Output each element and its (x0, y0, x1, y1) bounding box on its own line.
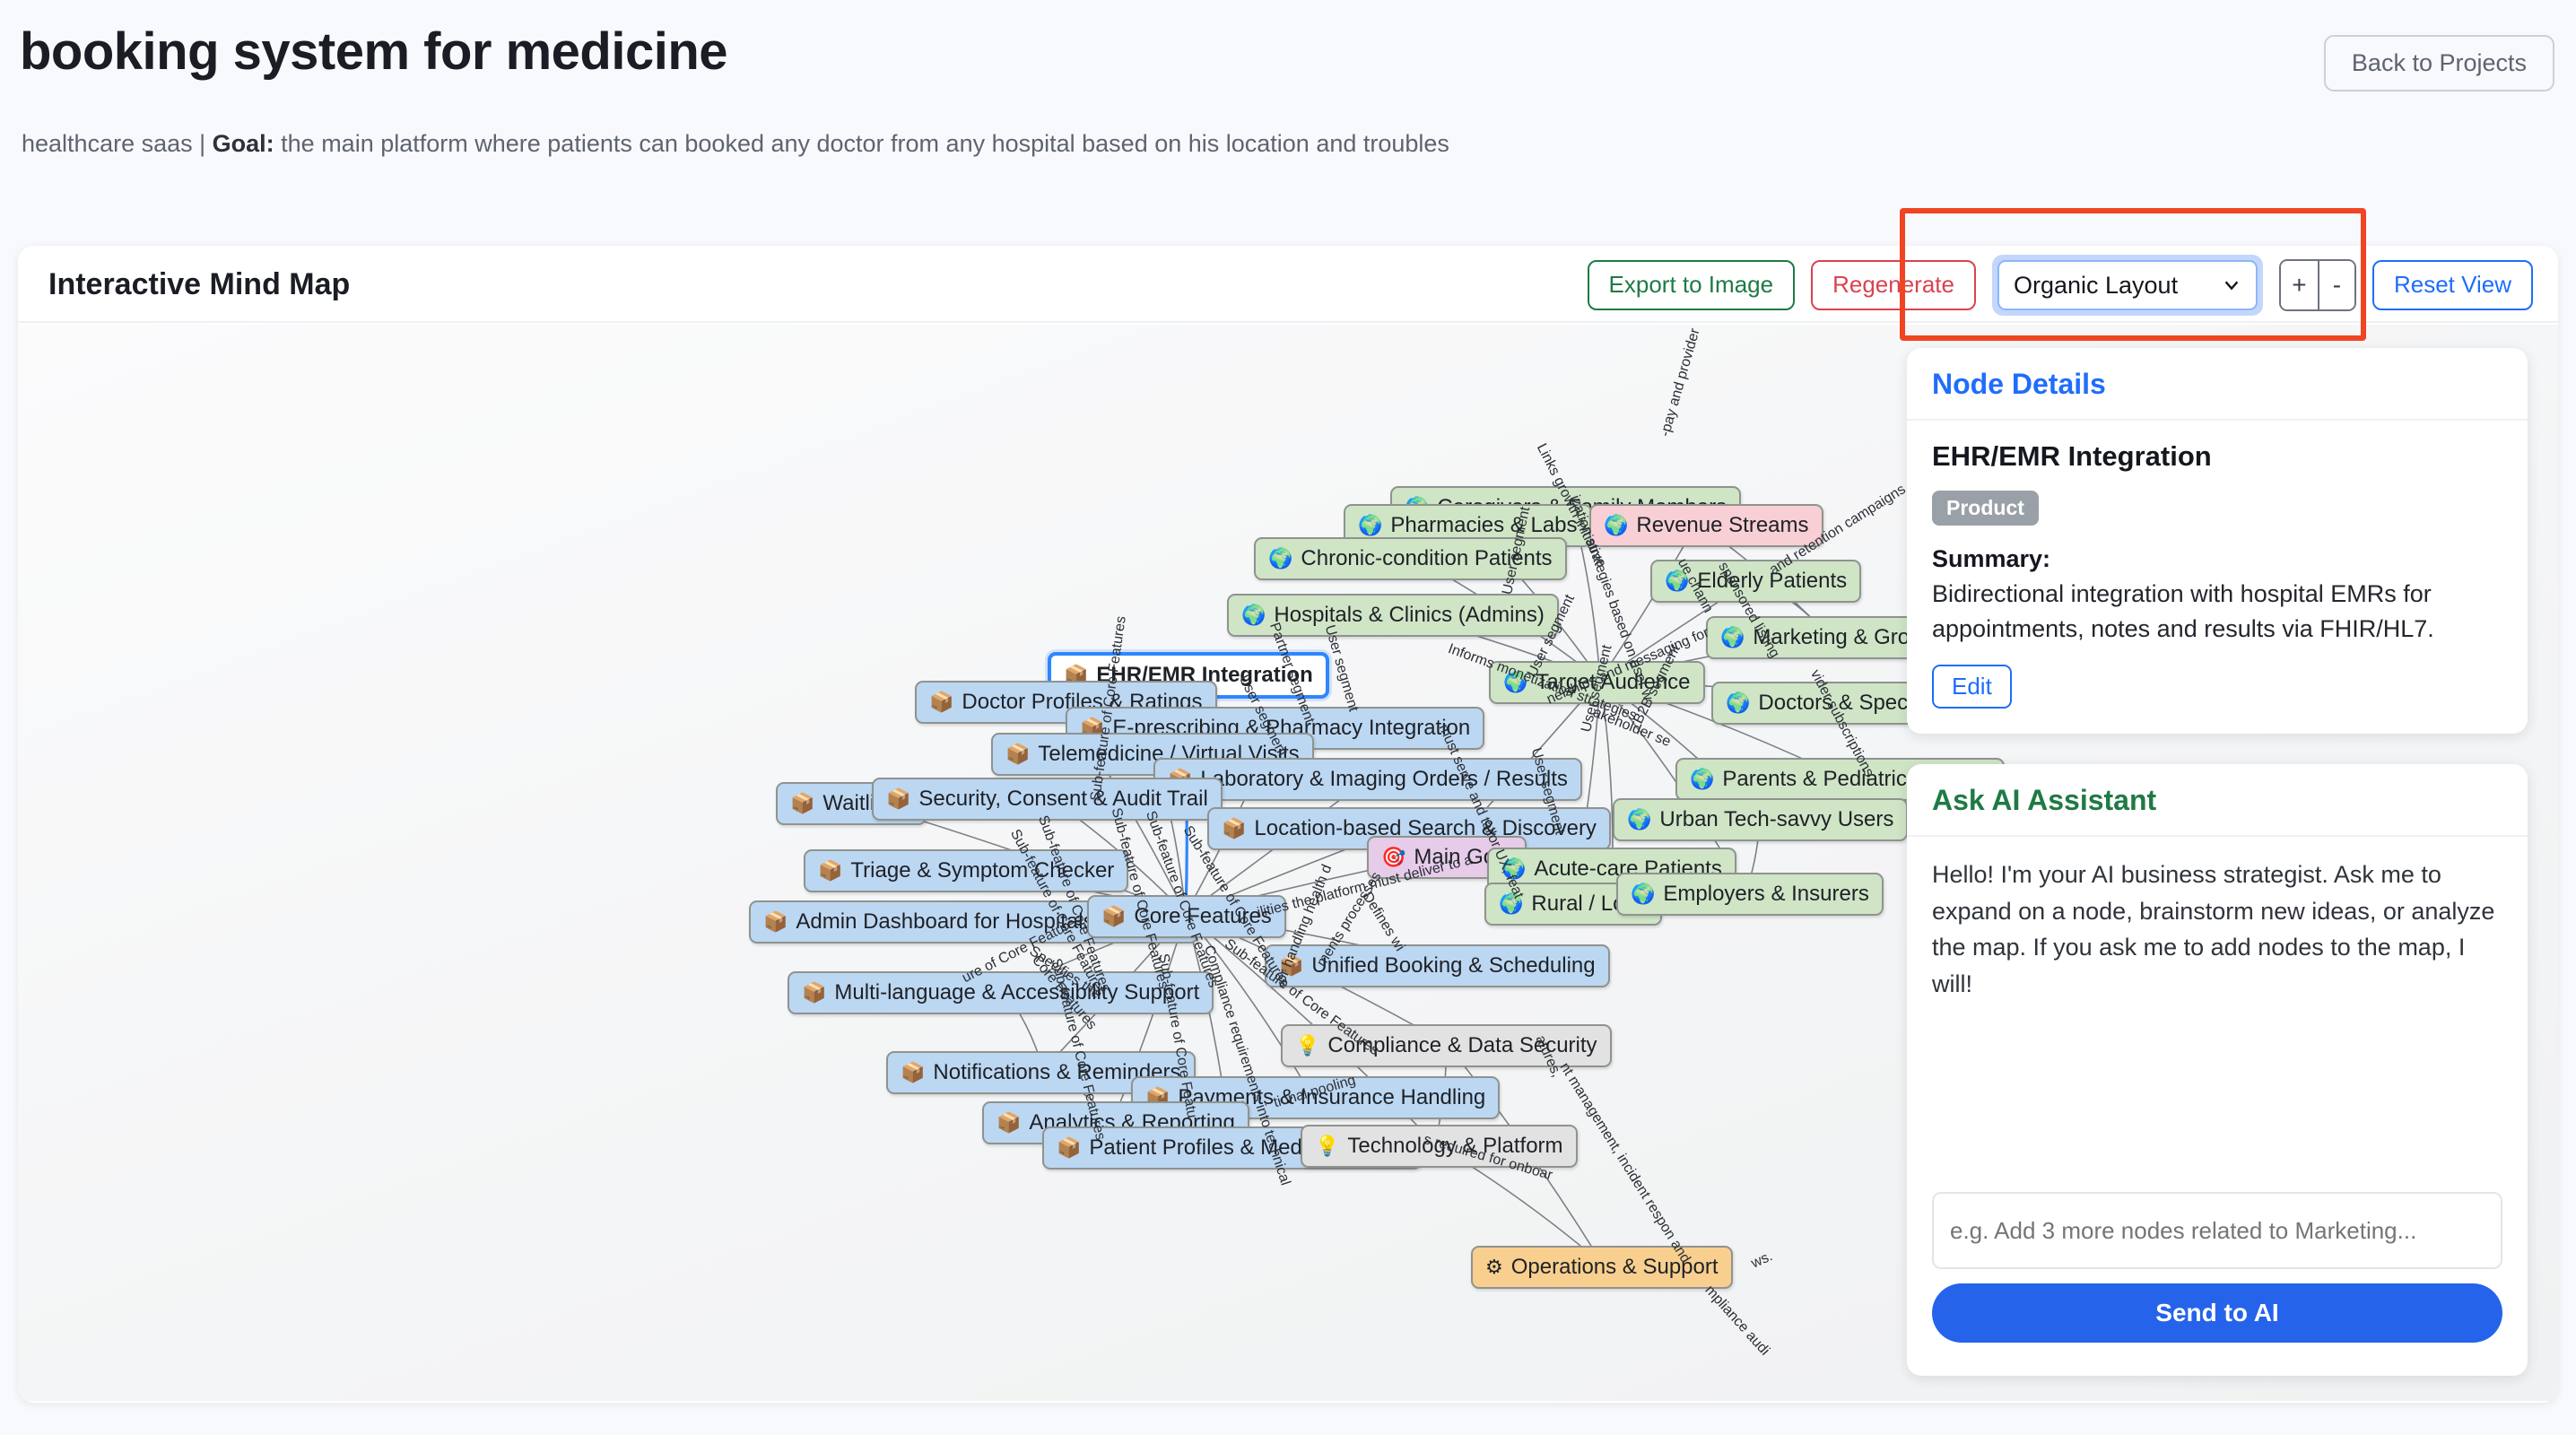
package-icon: 📦 (1279, 954, 1304, 977)
node-label: Operations & Support (1510, 1255, 1719, 1279)
node-label: Pharmacies & Labs (1390, 513, 1578, 537)
summary-text: Bidirectional integration with hospital … (1932, 580, 2434, 643)
globe-icon: 🌍 (1604, 514, 1629, 536)
mindmap-title: Interactive Mind Map (48, 267, 351, 301)
mindmap-node-technology[interactable]: 💡 Technology & Platform (1301, 1125, 1578, 1168)
package-icon: 📦 (1101, 905, 1127, 927)
package-icon: 📦 (929, 691, 954, 713)
node-label: Employers & Insurers (1663, 882, 1869, 906)
package-icon: 📦 (886, 787, 911, 810)
mindmap-node-target[interactable]: 🌍 Target Audience (1489, 661, 1705, 704)
node-label: Target Audience (1536, 670, 1691, 694)
node-label: Hospitals & Clinics (Admins) (1274, 603, 1545, 627)
layout-select-wrapper: Organic Layout (1991, 255, 2263, 316)
node-name: EHR/EMR Integration (1932, 440, 2212, 472)
package-icon: 📦 (1005, 743, 1031, 765)
globe-icon: 🌍 (1665, 570, 1690, 592)
globe-icon: 🌍 (1241, 604, 1266, 626)
zoom-in-button[interactable]: + (2280, 261, 2318, 309)
mindmap-node-lab[interactable]: 📦Laboratory & Imaging Orders / Results (1153, 758, 1582, 801)
node-label: Technology & Platform (1347, 1134, 1563, 1158)
ai-assistant-panel: Ask AI Assistant Hello! I'm your AI busi… (1907, 764, 2528, 1376)
package-icon: 📦 (996, 1111, 1022, 1134)
layout-select[interactable]: Organic Layout (1997, 260, 2258, 310)
mindmap-node-multilang[interactable]: 📦 Multi-language & Accessibility Support (788, 971, 1214, 1014)
node-label: Laboratory & Imaging Orders / Results (1200, 767, 1568, 791)
summary-label: Summary: (1932, 545, 2051, 572)
subtitle-goal-label: Goal: (212, 130, 274, 157)
node-label: Multi-language & Accessibility Support (834, 980, 1200, 1004)
page-subtitle: healthcare saas | Goal: the main platfor… (22, 126, 1654, 162)
mindmap-node-chronic[interactable]: 🌍 Chronic-condition Patients (1254, 537, 1567, 580)
globe-icon: 🌍 (1720, 626, 1745, 648)
node-type-badge: Product (1932, 491, 2039, 526)
regenerate-button[interactable]: Regenerate (1811, 260, 1976, 310)
gear-icon: ⚙ (1485, 1256, 1503, 1278)
mindmap-node-compliance[interactable]: 💡 Compliance & Data Security (1281, 1024, 1612, 1067)
subtitle-prefix: healthcare saas | (22, 130, 213, 157)
subtitle-goal-text: the main platform where patients can boo… (274, 130, 1449, 157)
package-icon: 📦 (802, 981, 827, 1004)
target-icon: 🎯 (1381, 846, 1406, 868)
mindmap-card-header: Interactive Mind Map Export to Image Reg… (18, 246, 2558, 323)
mindmap-node-operations[interactable]: ⚙ Operations & Support (1471, 1246, 1733, 1289)
mindmap-node-revenue[interactable]: 🌍 Revenue Streams (1589, 504, 1823, 547)
export-to-image-button[interactable]: Export to Image (1587, 260, 1796, 310)
zoom-controls: + - (2278, 259, 2356, 311)
mindmap-node-elderly[interactable]: 🌍 Elderly Patients (1650, 560, 1862, 603)
reset-view-button[interactable]: Reset View (2371, 260, 2533, 310)
node-label: Urban Tech-savvy Users (1659, 807, 1894, 831)
ai-prompt-input[interactable] (1932, 1192, 2502, 1269)
node-details-panel: Node Details EHR/EMR Integration Product… (1907, 348, 2528, 734)
mindmap-node-unified[interactable]: 📦 Unified Booking & Scheduling (1265, 944, 1610, 987)
globe-icon: 🌍 (1358, 514, 1383, 536)
node-label: Core Features (1134, 904, 1272, 928)
ai-chat-log: Hello! I'm your AI business strategist. … (1932, 861, 2495, 997)
package-icon: 📦 (1064, 664, 1089, 686)
node-details-title: Node Details (1907, 348, 2528, 421)
globe-icon: 🌍 (1631, 883, 1656, 905)
page-title: booking system for medicine (20, 22, 728, 81)
globe-icon: 🌍 (1501, 857, 1527, 880)
node-label: Triage & Symptom Checker (850, 858, 1115, 883)
mindmap-node-core[interactable]: 📦 Core Features (1087, 895, 1286, 938)
globe-icon: 🌍 (1499, 892, 1524, 915)
node-details-body: EHR/EMR Integration Product Summary: Bid… (1907, 421, 2528, 730)
node-label: Security, Consent & Audit Trail (918, 787, 1208, 811)
layout-select-value: Organic Layout (2013, 271, 2179, 299)
package-icon: 📦 (763, 910, 788, 933)
ai-assistant-title: Ask AI Assistant (1907, 764, 2528, 837)
bulb-icon: 💡 (1295, 1034, 1320, 1057)
mindmap-node-employers[interactable]: 🌍 Employers & Insurers (1616, 873, 1884, 916)
package-icon: 📦 (818, 859, 843, 882)
ai-assistant-body: Hello! I'm your AI business strategist. … (1907, 837, 2528, 1364)
package-icon: 📦 (901, 1061, 926, 1083)
globe-icon: 🌍 (1503, 671, 1528, 693)
mindmap-node-hospitals[interactable]: 🌍 Hospitals & Clinics (Admins) (1227, 594, 1559, 637)
mindmap-node-triage[interactable]: 📦 Triage & Symptom Checker (804, 849, 1129, 892)
globe-icon: 🌍 (1627, 808, 1652, 831)
node-label: Elderly Patients (1697, 569, 1848, 593)
mindmap-node-urban[interactable]: 🌍 Urban Tech-savvy Users (1613, 798, 1909, 841)
globe-icon: 🌍 (1726, 691, 1751, 714)
send-to-ai-button[interactable]: Send to AI (1932, 1283, 2502, 1343)
mindmap-node-security[interactable]: 📦 Security, Consent & Audit Trail (872, 778, 1223, 821)
package-icon: 📦 (1222, 817, 1247, 839)
chevron-down-icon (2224, 281, 2239, 291)
package-icon: 📦 (1057, 1136, 1082, 1159)
mindmap-toolbar: Export to Image Regenerate Organic Layou… (1587, 255, 2533, 316)
back-to-projects-button[interactable]: Back to Projects (2323, 35, 2554, 91)
zoom-out-button[interactable]: - (2317, 261, 2354, 309)
node-label: Revenue Streams (1636, 513, 1809, 537)
bulb-icon: 💡 (1315, 1135, 1340, 1157)
globe-icon: 🌍 (1690, 768, 1715, 790)
edit-node-button[interactable]: Edit (1932, 665, 2012, 709)
node-label: Unified Booking & Scheduling (1311, 953, 1596, 978)
node-label: Chronic-condition Patients (1301, 546, 1553, 570)
node-label: Compliance & Data Security (1327, 1033, 1597, 1057)
package-icon: 📦 (790, 792, 815, 814)
globe-icon: 🌍 (1268, 547, 1293, 570)
